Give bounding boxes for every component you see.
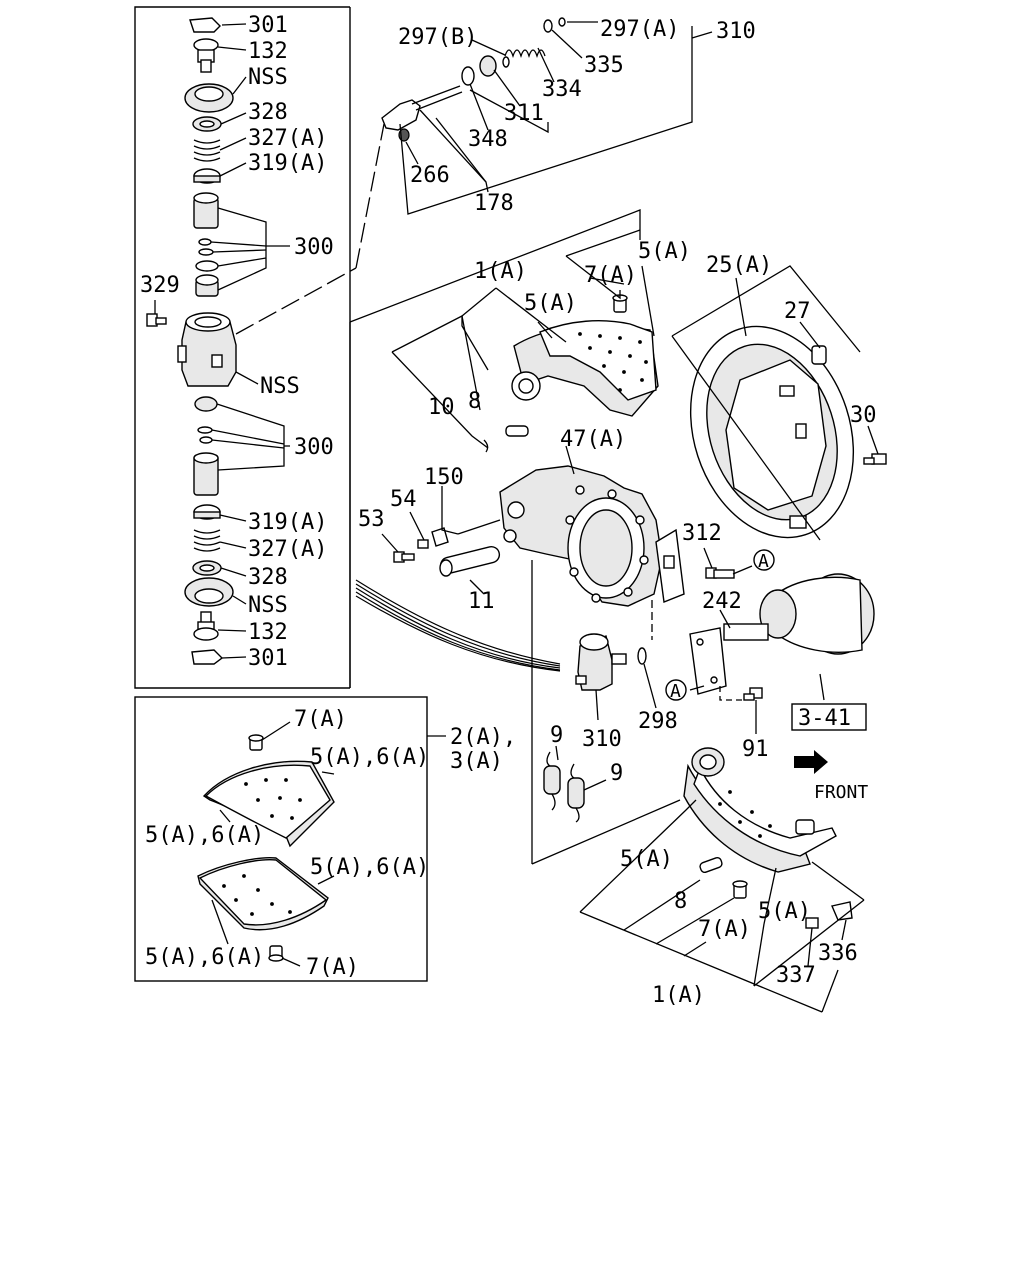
kit-label-56a-right-2: 5(A),6(A) [310, 855, 429, 880]
upper-shoe-leader-lines [391, 229, 655, 449]
label-266: 266 [410, 163, 450, 188]
label-91: 91 [742, 737, 769, 762]
adjuster-exploded-parts [381, 17, 566, 142]
label-3-41: 3-41 [798, 706, 851, 731]
label-9-left: 9 [550, 723, 563, 748]
kit-label-3a: 3(A) [450, 749, 503, 774]
label-9-right: 9 [610, 761, 623, 786]
brake-chamber [689, 567, 875, 731]
label-30: 30 [850, 403, 877, 428]
label-47a: 47(A) [560, 427, 626, 452]
label-337: 337 [776, 963, 816, 988]
adjuster-leader-lines [235, 21, 713, 335]
label-328-top: 328 [248, 100, 288, 125]
label-301-bottom: 301 [248, 646, 288, 671]
reference-circle-a-right [753, 549, 775, 571]
label-327a-top: 327(A) [248, 126, 327, 151]
upper-brake-shoe [483, 294, 659, 453]
kit-label-7a-bottom: 7(A) [306, 955, 359, 980]
label-297b: 297(B) [398, 25, 477, 50]
label-1a-top: 1(A) [474, 259, 527, 284]
label-310-top: 310 [716, 19, 756, 44]
lower-brake-shoe [683, 747, 853, 929]
label-297a: 297(A) [600, 17, 679, 42]
label-5a-top: 5(A) [638, 239, 691, 264]
label-front: FRONT [814, 782, 868, 803]
label-7a-top: 7(A) [584, 263, 637, 288]
kit-panel-frame [134, 696, 428, 982]
hydraulic-line-sweep [355, 579, 561, 672]
label-5a-lower-left: 5(A) [620, 847, 673, 872]
label-1a-lower: 1(A) [652, 983, 705, 1008]
label-nss-body: NSS [260, 374, 300, 399]
left-panel-leader-lines [154, 23, 290, 659]
label-8-lower: 8 [674, 889, 687, 914]
kit-label-2a: 2(A), [450, 725, 516, 750]
label-11: 11 [468, 589, 495, 614]
label-132-bottom: 132 [248, 620, 288, 645]
label-301-top: 301 [248, 13, 288, 38]
label-5a-lower-right: 5(A) [758, 899, 811, 924]
wheel-cylinder-assembly [575, 633, 647, 691]
kit-label-7a-top: 7(A) [294, 707, 347, 732]
label-329: 329 [140, 273, 180, 298]
label-132-top: 132 [248, 39, 288, 64]
label-319a-bottom: 319(A) [248, 510, 327, 535]
cylinder-leader-lines [595, 663, 657, 721]
reference-circle-a-left [665, 679, 687, 701]
label-a-right: A [758, 551, 769, 572]
chamber-leader-lines [651, 547, 825, 734]
kit-panel-leader-lines [211, 721, 446, 967]
label-25a: 25(A) [706, 253, 772, 278]
kit-label-56a-right-1: 5(A),6(A) [310, 745, 429, 770]
label-8-top: 8 [468, 389, 481, 414]
label-nss-top: NSS [248, 65, 288, 90]
label-242: 242 [702, 589, 742, 614]
backing-plate [689, 325, 887, 539]
lower-shoe-leader-lines [579, 799, 865, 1013]
kit-label-56a-left-1: 5(A),6(A) [145, 823, 264, 848]
callout-labels: 301 132 NSS 328 327(A) 319(A) 300 329 NS… [140, 13, 877, 1008]
label-27: 27 [784, 299, 811, 324]
label-310-mid: 310 [582, 727, 622, 752]
label-54: 54 [390, 487, 417, 512]
label-298: 298 [638, 709, 678, 734]
left-panel-frame [134, 6, 351, 689]
label-348: 348 [468, 127, 508, 152]
lining-kit-parts [197, 734, 335, 962]
label-150: 150 [424, 465, 464, 490]
label-nss-bottom: NSS [248, 593, 288, 618]
label-336: 336 [818, 941, 858, 966]
brake-spider [393, 465, 685, 607]
label-334: 334 [542, 77, 582, 102]
kit-label-56a-left-2: 5(A),6(A) [145, 945, 264, 970]
label-327a-bottom: 327(A) [248, 537, 327, 562]
label-300-bottom: 300 [294, 435, 334, 460]
label-335: 335 [584, 53, 624, 78]
return-springs [543, 745, 607, 823]
wheel-cylinder-exploded-parts [146, 17, 237, 665]
label-328-bottom: 328 [248, 565, 288, 590]
label-7a-lower: 7(A) [698, 917, 751, 942]
label-a-left: A [670, 681, 681, 702]
label-5a-shoe: 5(A) [524, 291, 577, 316]
label-10: 10 [428, 395, 455, 420]
front-direction-arrow [794, 750, 828, 774]
label-53: 53 [358, 507, 385, 532]
backing-plate-leader-lines [671, 265, 879, 541]
label-311: 311 [504, 101, 544, 126]
label-319a-top: 319(A) [248, 151, 327, 176]
label-312: 312 [682, 521, 722, 546]
label-178: 178 [474, 191, 514, 216]
label-300-top: 300 [294, 235, 334, 260]
